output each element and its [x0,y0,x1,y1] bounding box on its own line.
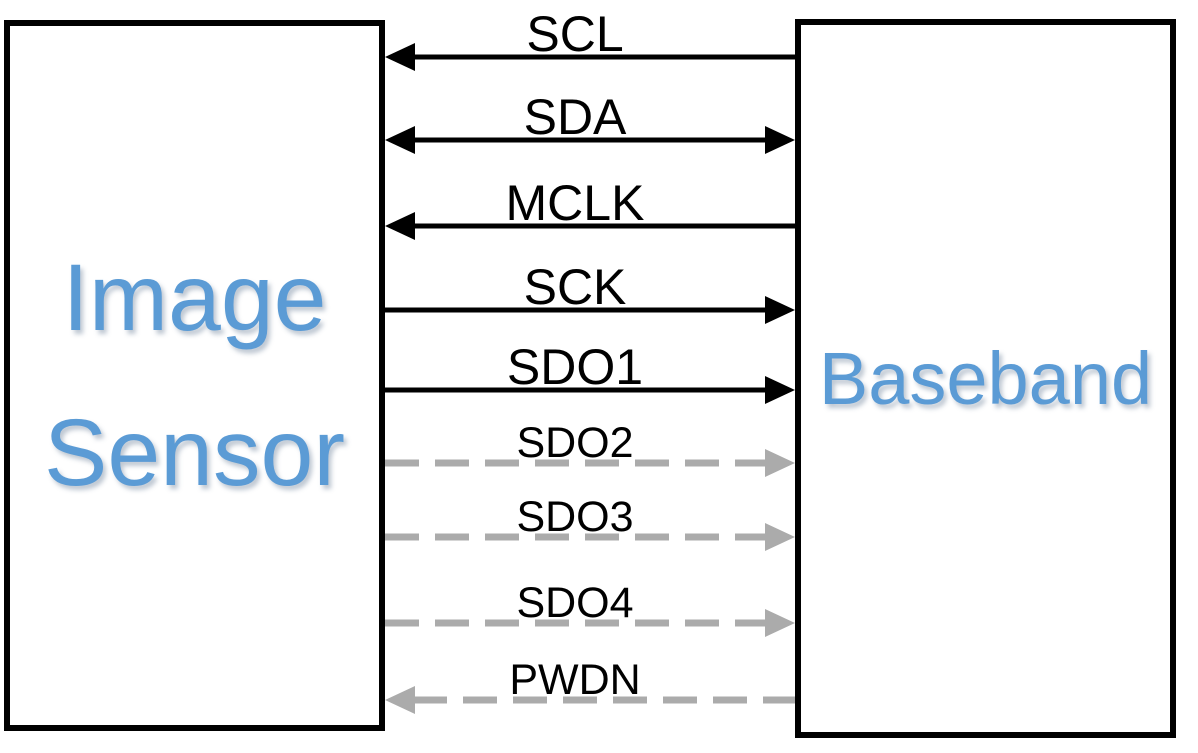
signal-label-mclk: MCLK [505,175,645,231]
signal-label-sck: SCK [523,259,627,315]
signal-label-sdo4: SDO4 [516,579,634,627]
image-sensor-box: Image Sensor [4,20,385,731]
signal-label-sdo2: SDO2 [516,419,634,467]
image-sensor-label-line2: Sensor [43,399,345,506]
image-sensor-label: Image Sensor [43,244,345,506]
image-sensor-label-line1: Image [62,244,327,351]
signal-label-pwdn: PWDN [509,656,641,704]
signal-label-scl: SCL [526,6,624,62]
baseband-box: Baseband [795,19,1176,738]
signal-label-sdo1: SDO1 [506,339,644,395]
baseband-label: Baseband [818,336,1153,420]
signal-label-sda: SDA [523,89,627,145]
signal-label-sdo3: SDO3 [516,493,634,541]
